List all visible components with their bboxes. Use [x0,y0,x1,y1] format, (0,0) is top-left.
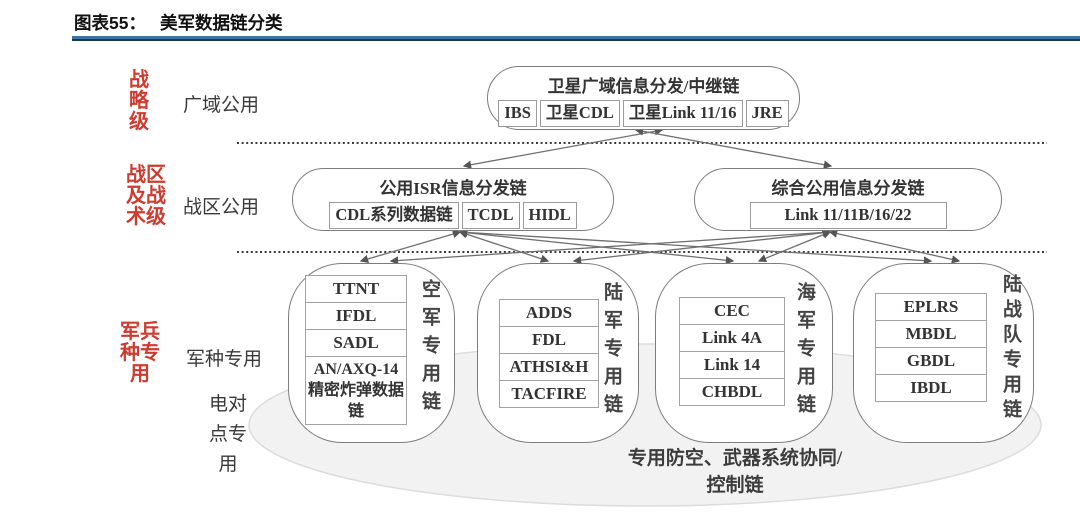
node-isr-link: 公用ISR信息分发链 CDL系列数据链 TCDL HIDL [292,168,614,231]
air-force-items: TTNT IFDL SADL AN/AXQ-14精密炸弹数据链 [305,275,407,425]
link-chip: JRE [745,100,789,127]
scope-label-theater-common: 战区公用 [183,197,260,218]
link-chip: EPLRS [875,293,987,321]
figure-number-label: 图表55： [74,13,146,33]
link-chip: Link 4A [679,324,785,352]
link-chip: 卫星Link 11/16 [622,100,743,127]
link-chip: CDL系列数据链 [329,202,459,229]
scope-label-wide-area: 广域公用 [183,95,260,116]
link-chip: SADL [305,329,407,357]
link-chip: CEC [679,297,785,325]
node-army: ADDS FDL ATHSI&H TACFIRE 陆军专用链 [477,263,639,443]
link-chip: AN/AXQ-14精密炸弹数据链 [305,356,407,425]
figure-title: 美军数据链分类 [160,13,283,33]
link-chip: TCDL [461,202,520,229]
link-chip: 卫星CDL [539,100,620,127]
scope-label-service-specific: 军种专用 [186,349,263,370]
navy-side-label: 海军专用链 [794,282,815,422]
node-satellite-link: 卫星广域信息分发/中继链 IBS 卫星CDL 卫星Link 11/16 JRE [487,66,800,130]
node-integrated-items: Link 11/11B/16/22 [695,202,1001,229]
link-chip: TACFIRE [499,380,599,408]
level-label-theater: 战区及战术级 [126,164,166,228]
level-label-strategic: 战略级 [129,69,149,133]
navy-items: CEC Link 4A Link 14 CHBDL [679,297,785,406]
ellipse-caption-line1: 专用防空、武器系统协同/ [627,448,843,469]
marines-items: EPLRS MBDL GBDL IBDL [875,293,987,402]
army-items: ADDS FDL ATHSI&H TACFIRE [499,299,599,408]
node-satellite-title: 卫星广域信息分发/中继链 [547,77,740,96]
node-air-force: TTNT IFDL SADL AN/AXQ-14精密炸弹数据链 空军专用链 [288,263,455,443]
link-chip: MBDL [875,320,987,348]
link-chip: HIDL [522,202,577,229]
node-isr-title: 公用ISR信息分发链 [379,179,527,198]
link-chip: GBDL [875,347,987,375]
marines-side-label: 陆战队专用链 [1000,274,1021,424]
scope-label-point-to-point: 电对点专用 [208,394,247,475]
node-navy: CEC Link 4A Link 14 CHBDL 海军专用链 [655,263,833,443]
link-chip: IBS [498,100,537,127]
link-chip: TTNT [305,275,407,303]
link-chip: Link 14 [679,351,785,379]
ellipse-caption: 专用防空、武器系统协同/ 控制链 [535,445,935,499]
air-force-side-label: 空军专用链 [419,279,440,419]
ellipse-caption-line2: 控制链 [706,475,764,496]
link-chip: ADDS [499,299,599,327]
node-marines: EPLRS MBDL GBDL IBDL 陆战队专用链 [853,263,1034,443]
link-chip: IBDL [875,374,987,402]
level-label-service: 军兵种专用 [120,321,160,385]
title-divider-rule [72,36,1080,41]
link-chip: Link 11/11B/16/22 [749,202,947,229]
link-chip: IFDL [305,302,407,330]
node-integrated-title: 综合公用信息分发链 [771,179,925,198]
node-integrated-link: 综合公用信息分发链 Link 11/11B/16/22 [694,168,1002,231]
link-chip: CHBDL [679,378,785,406]
node-satellite-items: IBS 卫星CDL 卫星Link 11/16 JRE [488,100,799,127]
node-isr-items: CDL系列数据链 TCDL HIDL [293,202,613,229]
link-chip: FDL [499,326,599,354]
link-chip: ATHSI&H [499,353,599,381]
army-side-label: 陆军专用链 [601,282,622,422]
